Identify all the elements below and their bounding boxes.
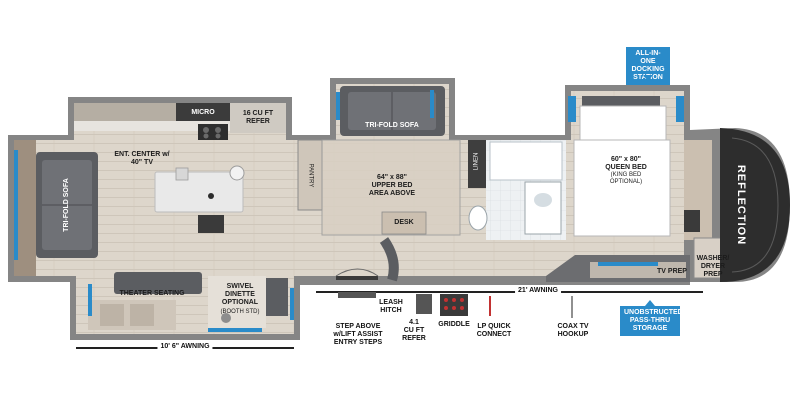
- exterior-ports: [338, 292, 573, 318]
- docking-station-callout-tail: [643, 75, 653, 81]
- upper-bed-label: 64" x 88" UPPER BED AREA ABOVE: [368, 174, 416, 197]
- coax-hookup-label: COAX TV HOOKUP: [557, 323, 589, 338]
- top-sofa-label: TRI-FOLD SOFA: [365, 122, 419, 129]
- rear-tri-fold-sofa: [14, 140, 98, 276]
- brand-wordmark: REFLECTION: [735, 164, 747, 246]
- entry-door: [335, 268, 379, 280]
- booth-std-label: (BOOTH STD): [220, 309, 260, 315]
- desk-label: DESK: [394, 219, 414, 226]
- toilet: [468, 205, 488, 231]
- linen-label: LINEN: [473, 152, 480, 171]
- pantry-label: PANTRY: [307, 163, 314, 188]
- shower: [489, 141, 563, 181]
- refrigerator: [230, 103, 286, 133]
- pantry: [297, 139, 323, 211]
- washer-dryer-label: WASHER/ DRYER PREP: [696, 255, 730, 278]
- leash-hitch-label: LEASH HITCH: [379, 299, 403, 314]
- queen-bed-label: 60" x 80" QUEEN BED: [605, 156, 647, 171]
- micro-label: MICRO: [191, 109, 215, 116]
- desk: [381, 211, 427, 235]
- refer-41-label: 4.1 CU FT REFER: [402, 319, 426, 342]
- swivel-dinette: [208, 276, 288, 328]
- sink: [198, 215, 224, 233]
- theater-seating: [88, 272, 202, 330]
- theater-seating-label: THEATER SEATING: [119, 290, 185, 297]
- pass-thru-storage-callout: UNOBSTRUCTED PASS-THRU STORAGE: [620, 306, 683, 336]
- upper-bed-area: [321, 139, 461, 282]
- bedroom: [568, 91, 712, 241]
- stool: [229, 165, 245, 181]
- entry-steps-label: STEP ABOVE w/LIFT ASSIST ENTRY STEPS: [333, 323, 383, 346]
- queen-bed: [573, 139, 671, 237]
- refer-label: 16 CU FT REFER: [242, 110, 274, 125]
- griddle-label: GRIDDLE: [438, 321, 470, 328]
- bathroom: [468, 140, 566, 240]
- windows: [14, 90, 658, 332]
- microwave: [176, 103, 230, 121]
- top-tri-fold-sofa: [340, 86, 445, 136]
- main-awning-label: 21' AWNING: [515, 287, 561, 295]
- kitchen-island: [154, 165, 245, 233]
- ent-center-label: ENT. CENTER w/ 40" TV: [114, 151, 170, 166]
- tv-prep-label: TV PREP: [657, 268, 687, 275]
- rear-sofa-label: TRI-FOLD SOFA: [63, 178, 70, 232]
- pass-thru-storage-callout-tail: [645, 300, 655, 306]
- king-bed-label: (KING BED OPTIONAL): [609, 172, 643, 185]
- cooktop: [198, 124, 228, 140]
- linen-closet: [468, 140, 486, 188]
- vanity: [524, 181, 562, 235]
- kitchen-slide: [74, 103, 286, 140]
- swivel-dinette-label: SWIVEL DINETTE OPTIONAL: [221, 283, 259, 306]
- lp-quick-connect-label: LP QUICK CONNECT: [476, 323, 512, 338]
- rear-awning-label: 10' 6" AWNING: [157, 343, 213, 351]
- front-cap: [720, 128, 790, 282]
